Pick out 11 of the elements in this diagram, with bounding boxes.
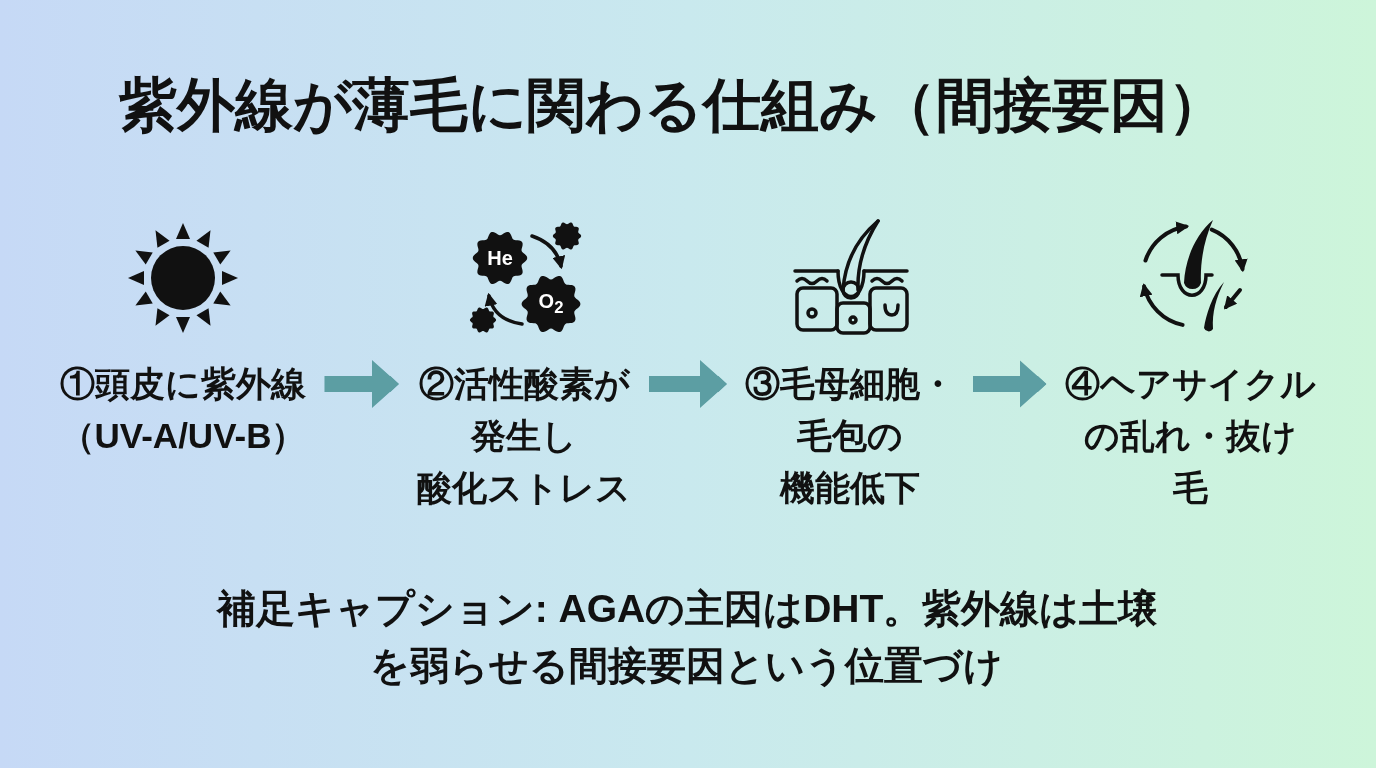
element-symbol: O$_{2}$ [538, 289, 564, 319]
step-label: ③毛母細胞・毛包の機能低下 [727, 358, 973, 514]
arrow [324, 360, 399, 408]
element-symbol: He [487, 247, 513, 269]
step-label: ④ヘアサイクルの乱れ・抜け毛 [1046, 358, 1334, 514]
step-label: ①頭皮に紫外線（UV-A/UV-B） [41, 358, 325, 462]
step-label: ②活性酸素が発生し酸化ストレス [399, 358, 649, 514]
title: 紫外線が薄毛に関わる仕組み（間接要因） [118, 72, 1226, 138]
caption: 補足キャプション: AGAの主因はDHT。紫外線は土壌を弱らせる間接要因という位置づけ [216, 586, 1158, 689]
arrow [649, 360, 727, 408]
arrow [973, 360, 1047, 408]
